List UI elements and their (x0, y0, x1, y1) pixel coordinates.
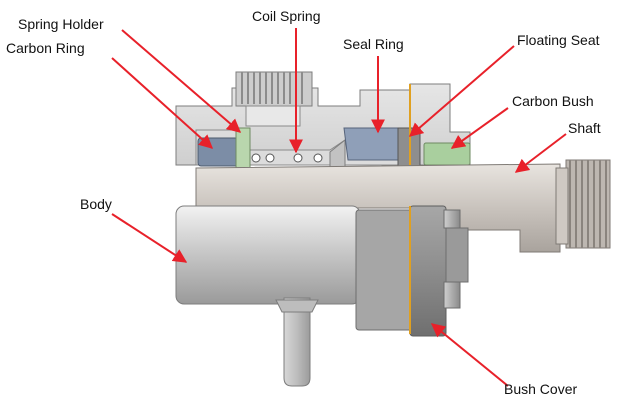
leader-shaft (514, 133, 567, 173)
label-bush-cover: Bush Cover (504, 381, 578, 397)
leader-body (111, 213, 188, 263)
bolt-lower (443, 281, 461, 309)
port-bore (245, 105, 301, 127)
carbon-ring (197, 137, 239, 167)
bush-cover-hub (445, 227, 469, 283)
label-carbon-bush: Carbon Bush (512, 93, 594, 109)
body-lower (175, 205, 361, 305)
coil-spring (251, 153, 323, 163)
label-body: Body (80, 196, 112, 212)
label-carbon-ring: Carbon Ring (6, 40, 85, 56)
leader-spring-holder (121, 29, 242, 133)
shaft-neck (555, 167, 569, 245)
label-coil-spring: Coil Spring (252, 8, 321, 24)
label-shaft: Shaft (568, 120, 601, 136)
spring-holder (235, 127, 251, 169)
bush-cover (409, 205, 447, 337)
leader-lines (111, 28, 567, 387)
bolt-upper (443, 209, 461, 229)
label-seal-ring: Seal Ring (343, 36, 404, 52)
nipple-base (275, 299, 319, 313)
leader-carbon-ring (111, 57, 214, 149)
drain-nipple (283, 297, 311, 387)
leader-bush-cover (430, 323, 509, 387)
body-flange (355, 209, 415, 331)
label-spring-holder: Spring Holder (18, 16, 104, 32)
leader-carbon-bush (450, 107, 509, 149)
carbon-bush (423, 142, 471, 166)
label-floating-seat: Floating Seat (517, 32, 600, 48)
leader-floating-seat (408, 45, 515, 137)
shaft-thread-lines (569, 160, 607, 248)
seal-ring (343, 127, 405, 161)
